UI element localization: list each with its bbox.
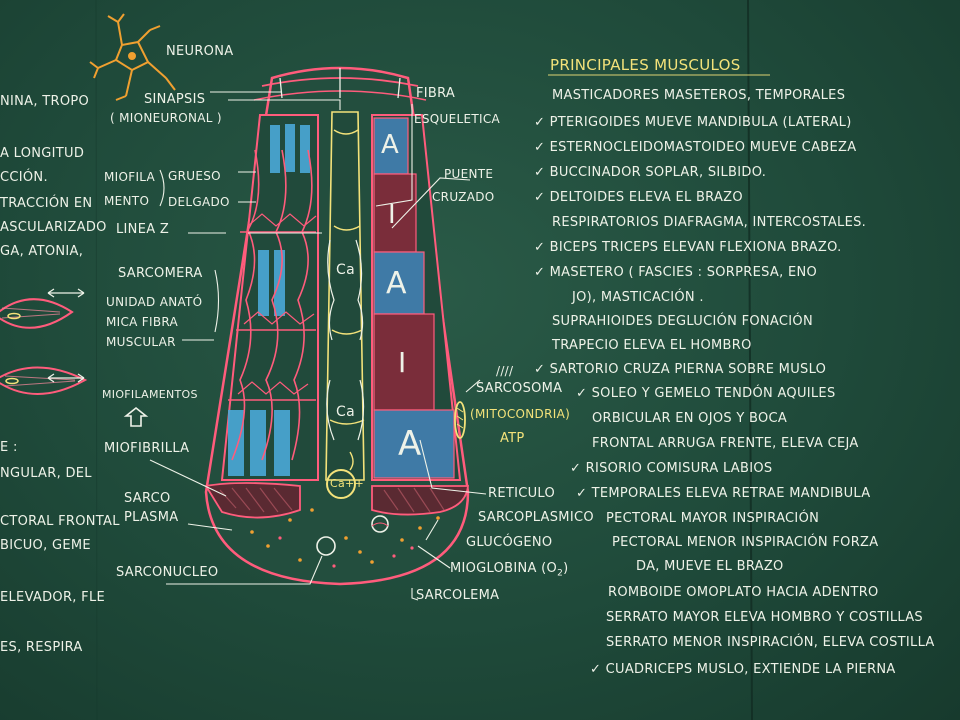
label-miofibrilla: MIOFIBRILLA (104, 441, 190, 456)
list-item: ✓ RISORIO COMISURA LABIOS (570, 461, 773, 476)
list-item: MASTICADORES MASETEROS, TEMPORALES (552, 88, 846, 103)
list-item: ✓ PTERIGOIDES MUEVE MANDIBULA (LATERAL) (534, 115, 852, 130)
up-arrow-icon (123, 406, 149, 427)
list-item: ✓ SOLEO Y GEMELO TENDÓN AQUILES (576, 386, 836, 401)
mitochondria-icon (454, 401, 466, 439)
label-delgado: DELGADO (168, 195, 230, 209)
label-mento: MENTO (104, 194, 150, 208)
left-fragment-8: NGULAR, DEL (0, 466, 92, 481)
label-ca-2: Ca (336, 404, 355, 420)
label-mica-fibra: MICA FIBRA (106, 315, 179, 329)
label-sarconucleo: SARCONUCLEO (116, 565, 219, 580)
label-miofila: MIOFILA (104, 170, 156, 184)
label-neurona: NEURONA (166, 44, 234, 59)
list-item: PECTORAL MENOR INSPIRACIÓN FORZA (612, 535, 879, 550)
label-mitocondria: (MITOCONDRIA) (470, 407, 571, 421)
label-cruzado: CRUZADO (432, 190, 495, 204)
label-ca-ion: Ca++ (330, 477, 365, 490)
label-atp: ATP (500, 431, 525, 446)
list-item: ✓ SARTORIO CRUZA PIERNA SOBRE MUSLO (534, 362, 827, 377)
left-fragment-9: CTORAL FRONTAL (0, 514, 120, 529)
left-fragment-10: BICUO, GEME (0, 538, 91, 553)
label-muscular: MUSCULAR (106, 335, 176, 349)
neuron-icon (89, 13, 176, 101)
label-glucogeno: GLUCÓGENO (466, 535, 553, 550)
muscle-sketch-icon (0, 298, 88, 395)
list-item: ✓ BUCCINADOR SOPLAR, SILBIDO. (534, 165, 767, 180)
left-fragment-7: E : (0, 440, 18, 455)
label-ca-1: Ca (336, 262, 355, 278)
list-title: PRINCIPALES MUSCULOS (550, 56, 741, 74)
list-item: ORBICULAR EN OJOS Y BOCA (592, 411, 788, 426)
label-sarcolema: SARCOLEMA (416, 588, 500, 603)
band-a-3: A (398, 424, 422, 464)
leader-lines (149, 91, 487, 601)
left-fragment-12: ES, RESPIRA (0, 640, 83, 655)
list-item: SUPRAHIOIDES DEGLUCIÓN FONACIÓN (552, 314, 813, 329)
left-fragment-1: NINA, TROPO (0, 94, 90, 109)
list-item: ✓ CUADRICEPS MUSLO, EXTIENDE LA PIERNA (590, 662, 896, 677)
label-linea-z: LINEA Z (116, 222, 170, 237)
band-i-1: I (388, 200, 396, 230)
sarcoplasmic-reticulum (325, 111, 365, 499)
label-mioglobina: MIOGLOBINA (O2) (450, 561, 568, 579)
list-item: SERRATO MENOR INSPIRACIÓN, ELEVA COSTILL… (606, 635, 935, 650)
label-grueso: GRUESO (168, 169, 221, 183)
double-arrow-icon (47, 288, 85, 383)
myofibril-left (220, 114, 319, 481)
list-item: ✓ ESTERNOCLEIDOMASTOIDEO MUEVE CABEZA (534, 140, 857, 155)
label-sarcosoma: SARCOSOMA (476, 381, 563, 396)
list-item: DA, MUEVE EL BRAZO (636, 559, 784, 574)
label-puente: PUENTE (444, 167, 494, 181)
list-item: FRONTAL ARRUGA FRENTE, ELEVA CEJA (592, 436, 859, 451)
label-reticulo: RETICULO (488, 486, 556, 501)
label-miofilamentos: MIOFILAMENTOS (102, 388, 198, 401)
label-sarcomera: SARCOMERA (118, 266, 203, 281)
sarconucleus (316, 536, 336, 556)
list-item: SERRATO MAYOR ELEVA HOMBRO Y COSTILLAS (606, 610, 923, 625)
label-esqueletica: ESQUELETICA (414, 112, 501, 126)
left-fragment-3: CCIÓN. (0, 170, 48, 185)
tick-marks: //// (496, 364, 514, 378)
list-item: ✓ DELTOIDES ELEVA EL BRAZO (534, 190, 743, 205)
o2-subscript: 2 (557, 568, 564, 579)
list-item: RESPIRATORIOS DIAFRAGMA, INTERCOSTALES. (552, 215, 867, 230)
label-sinapsis: SINAPSIS (144, 92, 206, 107)
label-mioneuronal: ( MIONEURONAL ) (110, 111, 222, 125)
list-item: ✓ MASETERO ( FASCIES : SORPRESA, ENO (534, 265, 818, 280)
list-item: ✓ BICEPS TRICEPS ELEVAN FLEXIONA BRAZO. (534, 240, 842, 255)
label-unidad: UNIDAD ANATÓ (106, 295, 203, 309)
left-fragment-6: GA, ATONIA, (0, 244, 84, 259)
left-fragment-2: A LONGITUD (0, 146, 85, 161)
label-plasma: PLASMA (124, 510, 179, 525)
mioglobina-text: MIOGLOBINA (O (450, 561, 558, 576)
list-item: PECTORAL MAYOR INSPIRACIÓN (606, 511, 820, 526)
list-item: TRAPECIO ELEVA EL HOMBRO (552, 338, 752, 353)
list-item: ✓ TEMPORALES ELEVA RETRAE MANDIBULA (576, 486, 871, 501)
band-a-2: A (386, 266, 407, 301)
sarcoplasm (204, 482, 469, 568)
label-sarco: SARCO (124, 491, 171, 506)
label-sarcoplasmico: SARCOPLASMICO (478, 510, 594, 525)
left-fragment-5: ASCULARIZADO (0, 220, 107, 235)
list-item: JO), MASTICACIÓN . (572, 290, 704, 305)
mioglobina-close: ) (563, 561, 569, 576)
left-fragment-4: TRACCIÓN EN (0, 196, 93, 211)
band-i-2: I (398, 346, 407, 379)
band-a-1: A (381, 130, 400, 160)
left-fragment-11: ELEVADOR, FLE (0, 590, 105, 605)
myofibril-right (371, 114, 462, 481)
label-fibra: FIBRA (416, 86, 456, 101)
list-item: ROMBOIDE OMOPLATO HACIA ADENTRO (608, 585, 879, 600)
